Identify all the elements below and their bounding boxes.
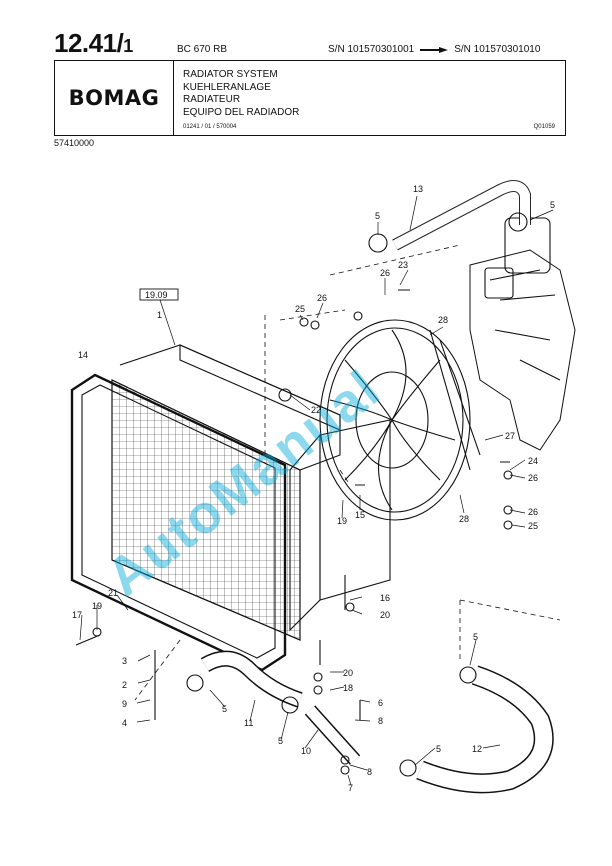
callout-3: 3 bbox=[122, 656, 127, 666]
callout-5d: 5 bbox=[278, 736, 283, 746]
doc-code: 01241 / 01 / 570004 bbox=[183, 124, 237, 130]
callout-18: 18 bbox=[343, 683, 353, 693]
callout-16: 16 bbox=[380, 593, 390, 603]
model-designation: BC 670 RB bbox=[177, 44, 228, 55]
callout-5f: 5 bbox=[473, 632, 478, 642]
callout-10: 10 bbox=[301, 746, 311, 756]
serial-to: S/N 101570301010 bbox=[454, 44, 541, 55]
arrow-right-icon bbox=[420, 46, 449, 53]
callout-8b: 8 bbox=[367, 767, 372, 777]
callout-5b: 5 bbox=[550, 200, 555, 210]
callout-23: 23 bbox=[398, 260, 408, 270]
exploded-parts-diagram: 19.09 1 2 3 4 5 5 5 5 5 5 6 7 8 8 9 10 1… bbox=[70, 180, 576, 794]
callout-15: 15 bbox=[355, 510, 365, 520]
callout-19b: 19 bbox=[337, 516, 347, 526]
callout-13: 13 bbox=[413, 184, 423, 194]
section-titles: RADIATOR SYSTEM KUEHLERANLAGE RADIATEUR … bbox=[183, 69, 299, 119]
serial-from: S/N 101570301001 bbox=[328, 44, 415, 55]
callout-12: 12 bbox=[472, 744, 482, 754]
title-de: KUEHLERANLAGE bbox=[183, 81, 271, 93]
callout-7: 7 bbox=[348, 783, 353, 793]
page-number: 12.41/1 bbox=[54, 28, 133, 58]
callout-26c: 26 bbox=[528, 473, 538, 483]
callout-14: 14 bbox=[78, 350, 88, 360]
title-block: BOMAG RADIATOR SYSTEM KUEHLERANLAGE RADI… bbox=[54, 60, 566, 136]
serial-range: S/N 101570301001 S/N 101570301010 bbox=[328, 44, 540, 55]
ref-code: Q01059 bbox=[533, 124, 555, 130]
part-number: 57410000 bbox=[54, 138, 95, 148]
brand-logo: BOMAG bbox=[68, 86, 160, 110]
callout-28a: 28 bbox=[438, 315, 448, 325]
callout-5e: 5 bbox=[436, 744, 441, 754]
callout-20b: 20 bbox=[343, 668, 353, 678]
callout-21: 21 bbox=[108, 588, 118, 598]
callout-26b: 26 bbox=[317, 293, 327, 303]
callout-4: 4 bbox=[122, 718, 127, 728]
callout-5a: 5 bbox=[375, 211, 380, 221]
callout-27: 27 bbox=[505, 431, 515, 441]
title-es: EQUIPO DEL RADIADOR bbox=[183, 106, 300, 118]
logo-cell: BOMAG bbox=[55, 61, 174, 135]
callout-8a: 8 bbox=[378, 716, 383, 726]
title-en: RADIATOR SYSTEM bbox=[183, 69, 278, 80]
callout-28b: 28 bbox=[459, 514, 469, 524]
callout-2: 2 bbox=[122, 680, 127, 690]
callout-5c: 5 bbox=[222, 704, 227, 714]
title-fr: RADIATEUR bbox=[183, 94, 241, 105]
callout-25b: 25 bbox=[528, 521, 538, 531]
callout-6: 6 bbox=[378, 698, 383, 708]
callout-labels: 1 2 3 4 5 5 5 5 5 5 6 7 8 8 9 10 11 12 1… bbox=[72, 184, 555, 793]
callout-19a: 19 bbox=[92, 601, 102, 611]
callout-1: 1 bbox=[157, 310, 162, 320]
callout-22: 22 bbox=[311, 405, 321, 415]
callout-11: 11 bbox=[244, 718, 253, 728]
callout-17: 17 bbox=[72, 610, 82, 620]
reference-box-label: 19.09 bbox=[145, 290, 168, 300]
callout-25a: 25 bbox=[295, 304, 305, 314]
callout-26d: 26 bbox=[528, 507, 538, 517]
callout-9: 9 bbox=[122, 699, 127, 709]
callout-24: 24 bbox=[528, 456, 538, 466]
callout-20a: 20 bbox=[380, 610, 390, 620]
callout-26a: 26 bbox=[380, 268, 390, 278]
